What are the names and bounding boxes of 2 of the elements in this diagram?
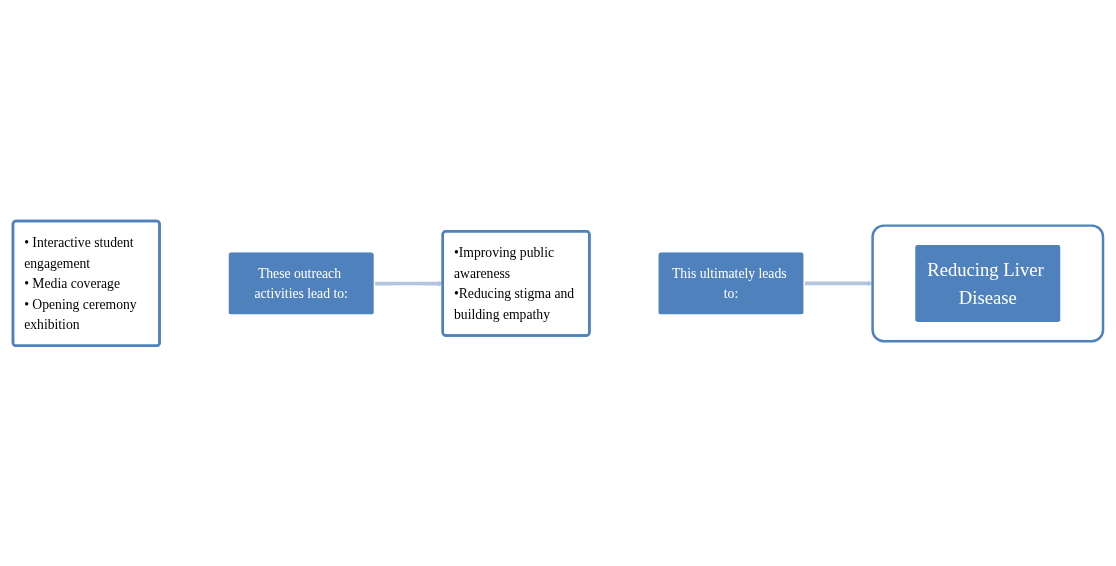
arrow <box>804 280 873 286</box>
cluster <box>871 224 1105 342</box>
